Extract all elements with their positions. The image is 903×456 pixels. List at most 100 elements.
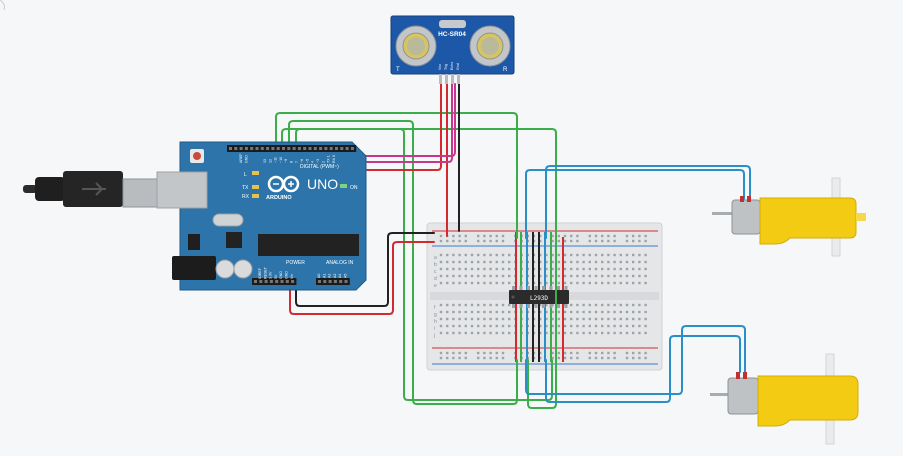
breadboard-hole[interactable]	[607, 260, 610, 264]
breadboard-hole[interactable]	[576, 317, 579, 321]
breadboard-hole[interactable]	[613, 281, 616, 285]
breadboard-hole[interactable]	[495, 253, 498, 257]
breadboard-hole[interactable]	[613, 260, 616, 264]
breadboard-hole[interactable]	[557, 317, 560, 321]
digital-header[interactable]	[227, 145, 357, 152]
breadboard-hole[interactable]	[644, 331, 647, 335]
breadboard-hole[interactable]	[625, 331, 629, 335]
breadboard-hole[interactable]	[477, 281, 480, 285]
header-pin[interactable]	[271, 147, 275, 150]
breadboard-hole[interactable]	[601, 260, 604, 264]
breadboard-hole[interactable]	[638, 317, 641, 321]
rail-hole[interactable]	[446, 351, 449, 355]
breadboard-hole[interactable]	[570, 253, 573, 257]
breadboard-hole[interactable]	[570, 310, 573, 314]
breadboard-hole[interactable]	[452, 260, 455, 264]
breadboard-hole[interactable]	[594, 317, 598, 321]
header-pin[interactable]	[292, 147, 296, 150]
rail-hole[interactable]	[452, 356, 455, 360]
breadboard-hole[interactable]	[619, 274, 622, 278]
breadboard-hole[interactable]	[619, 260, 622, 264]
breadboard-hole[interactable]	[483, 303, 486, 307]
breadboard-hole[interactable]	[588, 281, 591, 285]
header-pin[interactable]	[229, 147, 232, 150]
breadboard-hole[interactable]	[632, 260, 635, 264]
breadboard-hole[interactable]	[588, 317, 591, 321]
breadboard-hole[interactable]	[557, 324, 560, 328]
header-pin[interactable]	[269, 280, 273, 283]
breadboard-hole[interactable]	[563, 310, 567, 314]
rail-hole[interactable]	[601, 356, 604, 360]
breadboard-hole[interactable]	[638, 267, 641, 271]
rail-hole[interactable]	[638, 239, 641, 243]
rail-hole[interactable]	[489, 234, 492, 238]
rail-hole[interactable]	[464, 356, 467, 360]
rail-hole[interactable]	[594, 351, 598, 355]
header-pin[interactable]	[340, 147, 344, 150]
breadboard-hole[interactable]	[613, 317, 616, 321]
breadboard-hole[interactable]	[452, 317, 455, 321]
rail-hole[interactable]	[625, 351, 629, 355]
rail-hole[interactable]	[495, 351, 498, 355]
header-pin[interactable]	[303, 147, 307, 150]
breadboard-hole[interactable]	[539, 317, 542, 321]
breadboard-hole[interactable]	[644, 281, 647, 285]
rail-hole[interactable]	[452, 351, 455, 355]
breadboard-hole[interactable]	[501, 324, 505, 328]
breadboard-hole[interactable]	[483, 324, 486, 328]
breadboard-hole[interactable]	[501, 317, 505, 321]
breadboard-hole[interactable]	[489, 260, 492, 264]
rail-hole[interactable]	[439, 356, 443, 360]
breadboard-hole[interactable]	[588, 260, 591, 264]
breadboard-hole[interactable]	[607, 317, 610, 321]
rail-hole[interactable]	[613, 234, 616, 238]
rail-hole[interactable]	[644, 356, 647, 360]
rail-hole[interactable]	[539, 356, 542, 360]
breadboard-hole[interactable]	[489, 310, 492, 314]
header-pin[interactable]	[234, 147, 238, 150]
rail-hole[interactable]	[576, 351, 579, 355]
rail-hole[interactable]	[501, 351, 505, 355]
rail-hole[interactable]	[594, 356, 598, 360]
breadboard-hole[interactable]	[613, 253, 616, 257]
breadboard-hole[interactable]	[501, 303, 505, 307]
dc-motor-icon[interactable]	[710, 353, 859, 445]
breadboard-hole[interactable]	[489, 281, 492, 285]
header-pin[interactable]	[319, 147, 323, 150]
arduino-uno-board[interactable]: L TX RX ON UNO ARDUINO DIGITAL (PWM~) PO…	[156, 141, 367, 291]
breadboard-hole[interactable]	[576, 253, 579, 257]
rail-hole[interactable]	[644, 351, 647, 355]
breadboard-hole[interactable]	[470, 267, 474, 271]
breadboard-hole[interactable]	[563, 260, 567, 264]
breadboard-hole[interactable]	[470, 303, 474, 307]
breadboard-hole[interactable]	[470, 281, 474, 285]
breadboard-hole[interactable]	[638, 324, 641, 328]
breadboard-hole[interactable]	[570, 331, 573, 335]
breadboard-hole[interactable]	[545, 310, 548, 314]
breadboard-hole[interactable]	[613, 310, 616, 314]
breadboard-hole[interactable]	[501, 253, 505, 257]
header-pin[interactable]	[285, 280, 289, 283]
breadboard-hole[interactable]	[557, 281, 560, 285]
rail-hole[interactable]	[539, 239, 542, 243]
breadboard-hole[interactable]	[483, 260, 486, 264]
breadboard-hole[interactable]	[619, 253, 622, 257]
header-pin[interactable]	[259, 280, 263, 283]
breadboard-hole[interactable]	[495, 324, 498, 328]
rail-hole[interactable]	[452, 239, 455, 243]
rail-hole[interactable]	[477, 239, 480, 243]
breadboard-hole[interactable]	[483, 317, 486, 321]
breadboard-hole[interactable]	[470, 324, 474, 328]
breadboard-hole[interactable]	[489, 331, 492, 335]
breadboard-hole[interactable]	[601, 303, 604, 307]
breadboard-hole[interactable]	[477, 331, 480, 335]
breadboard-hole[interactable]	[551, 331, 554, 335]
header-pin[interactable]	[280, 280, 284, 283]
breadboard-hole[interactable]	[625, 310, 629, 314]
breadboard-hole[interactable]	[545, 331, 548, 335]
rail-hole[interactable]	[588, 356, 591, 360]
breadboard-hole[interactable]	[464, 253, 467, 257]
breadboard-hole[interactable]	[458, 281, 461, 285]
header-pin[interactable]	[339, 280, 343, 283]
breadboard-hole[interactable]	[576, 260, 579, 264]
